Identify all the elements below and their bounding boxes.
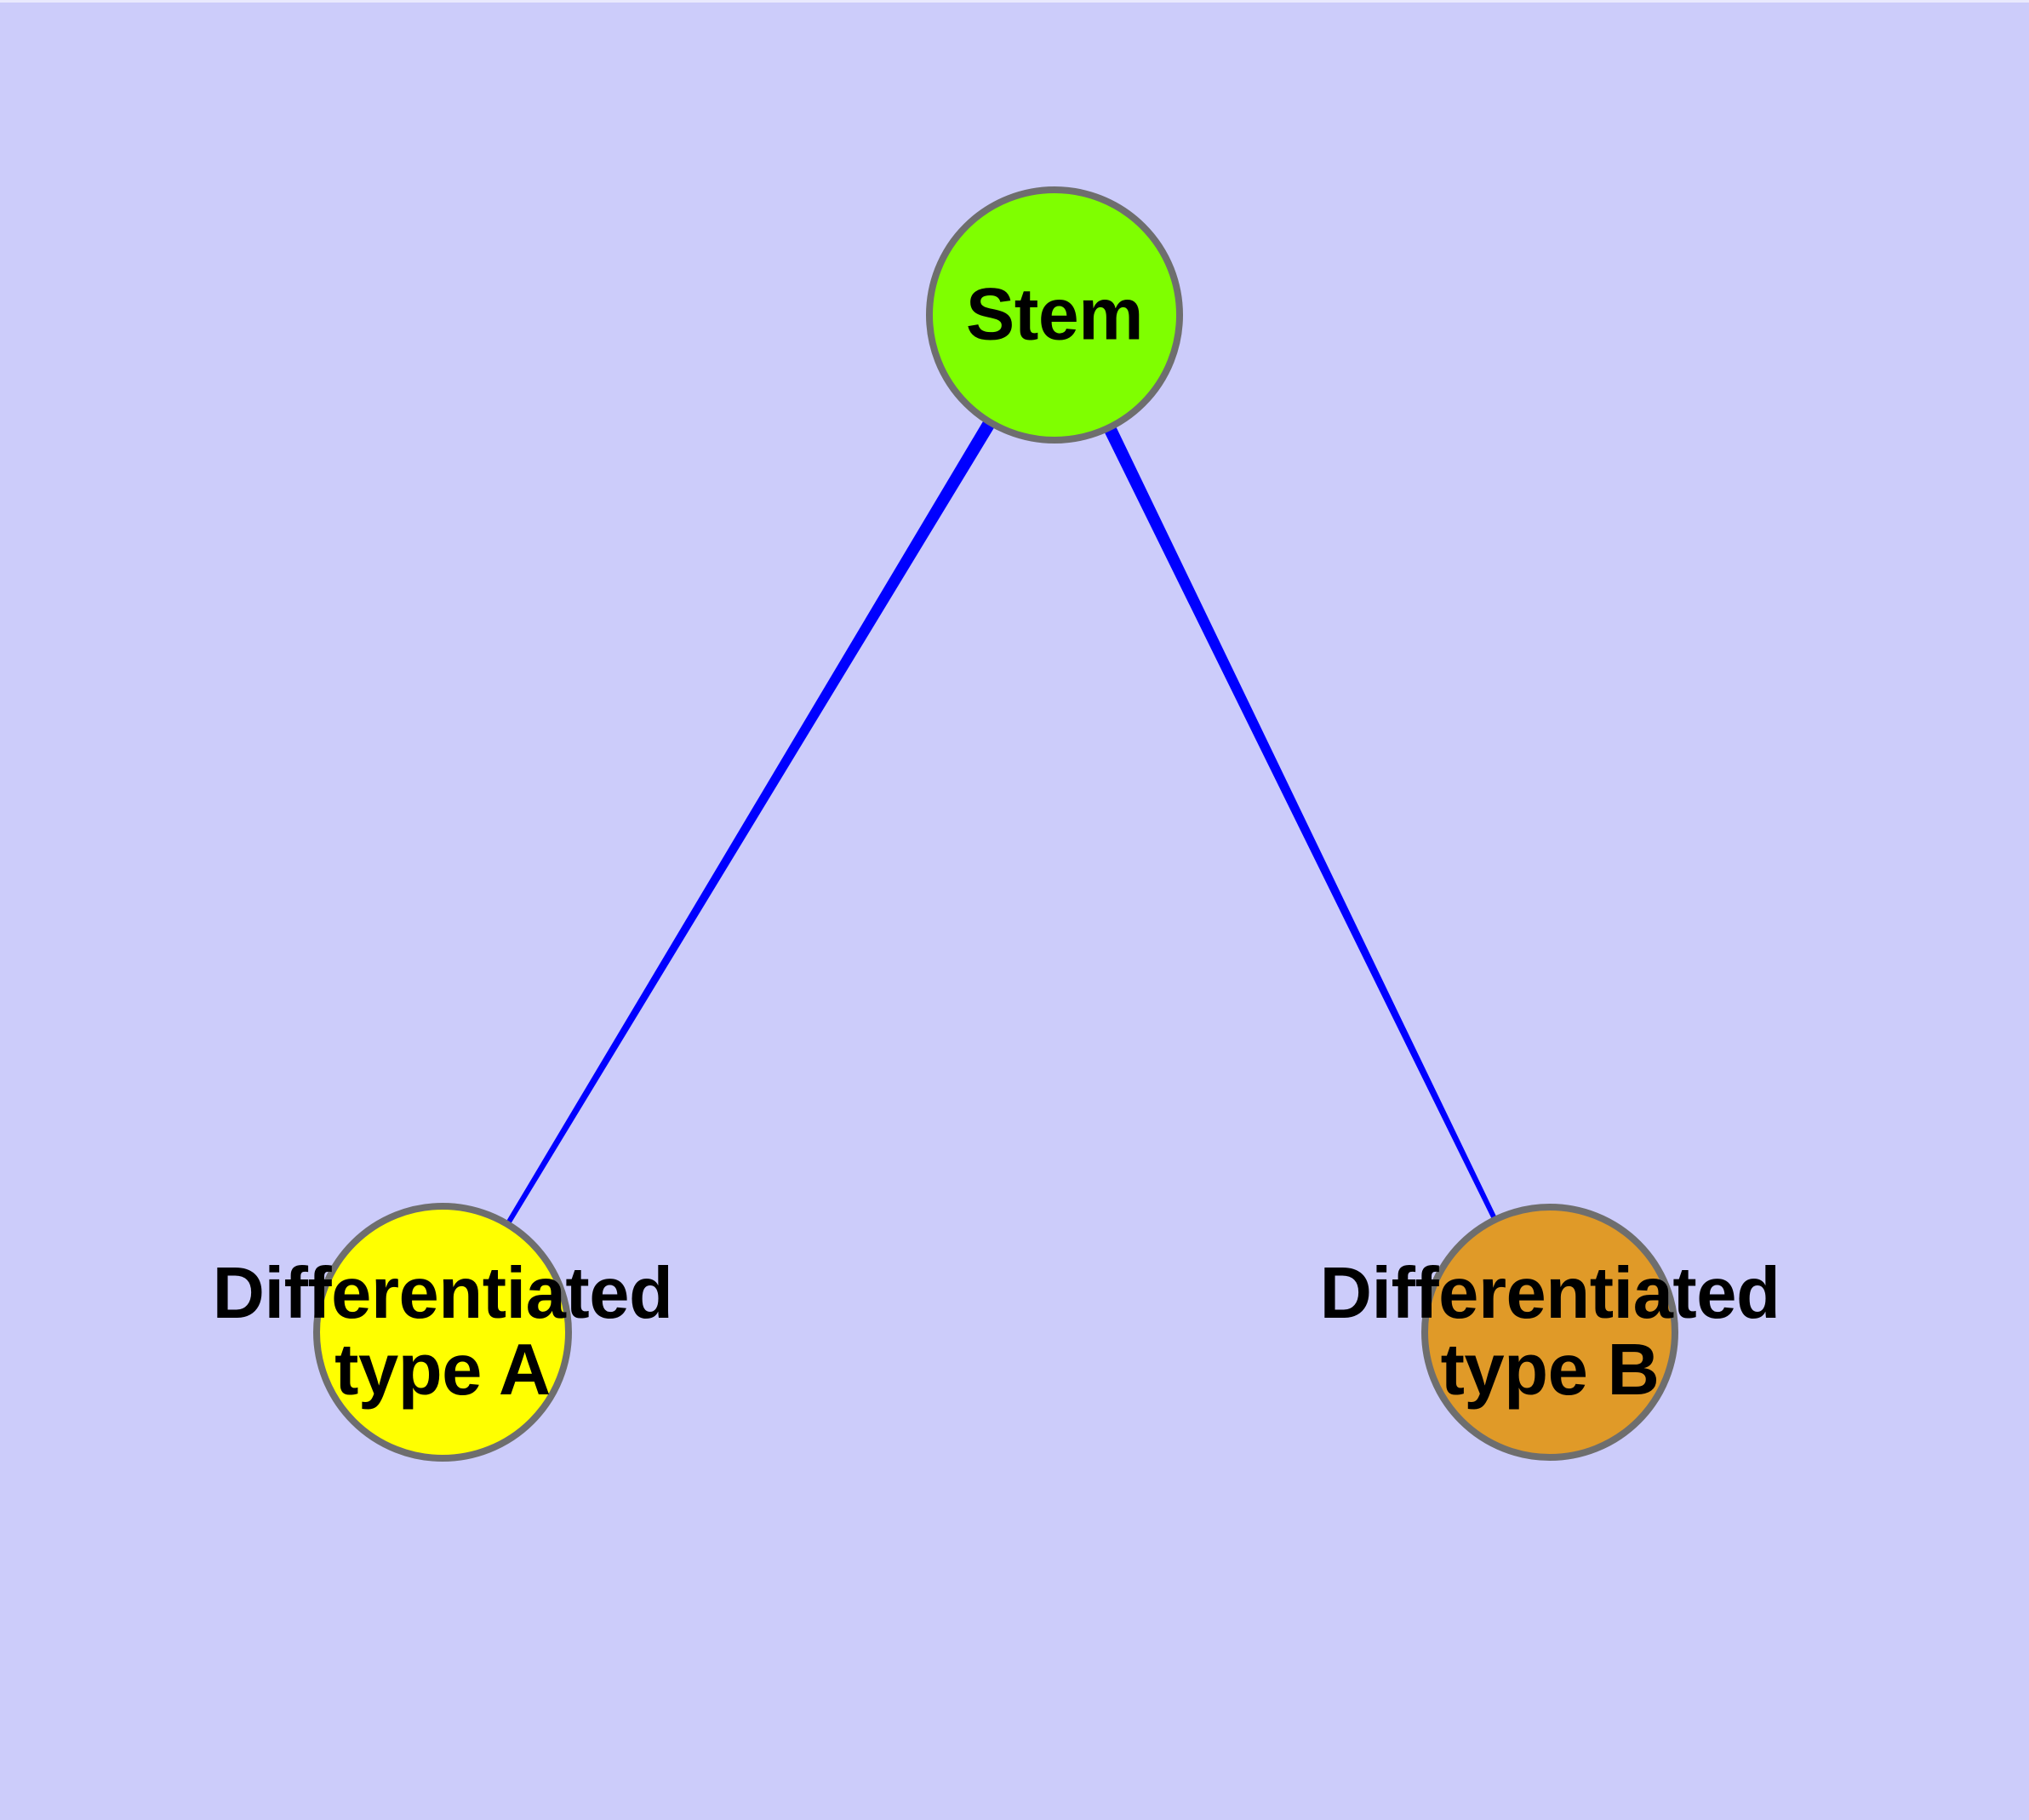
nodes-group <box>313 186 1678 1462</box>
graph-node-stem[interactable] <box>926 186 1183 444</box>
graph-node-diff_a[interactable] <box>313 1203 572 1462</box>
edges-group <box>506 420 1497 1225</box>
top-edge-hairline <box>0 0 2029 3</box>
graph-edge-stem-to-diff_b <box>1104 426 1497 1220</box>
graph-edge-stem-to-diff_a <box>506 420 995 1225</box>
graph-node-diff_b[interactable] <box>1421 1204 1678 1461</box>
